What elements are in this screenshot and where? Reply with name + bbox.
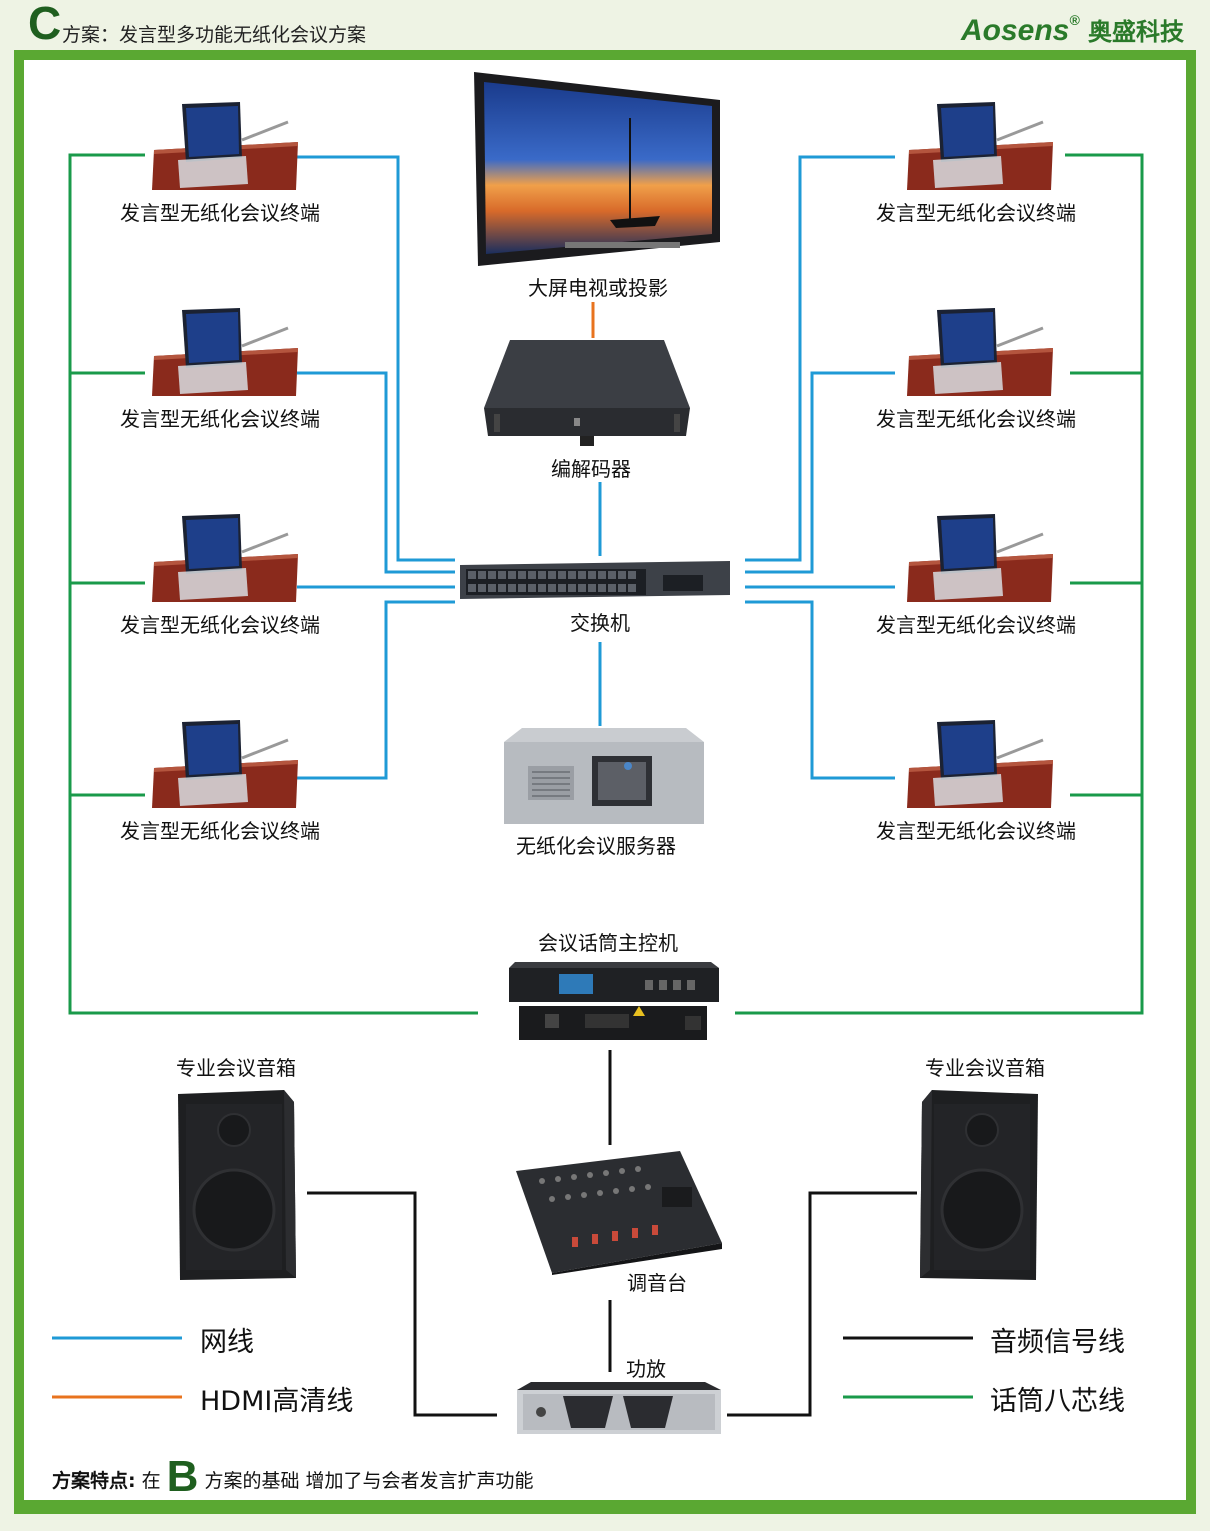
switch-icon: [460, 561, 730, 599]
footer-big-letter: B: [166, 1452, 199, 1501]
legend-network-label: 网线: [200, 1327, 254, 1358]
mic-host-icon: [509, 962, 719, 1040]
footer-text: 方案的基础 增加了与会者发言扩声功能: [204, 1470, 534, 1492]
scheme-letter: C: [28, 0, 62, 49]
audio-lines: [307, 1050, 917, 1417]
brand-cn: 奥盛科技: [1088, 19, 1184, 46]
terminal-icon: [907, 720, 1053, 808]
terminal-label-right-3: 发言型无纸化会议终端: [876, 613, 1076, 637]
terminal-label-left-1: 发言型无纸化会议终端: [120, 201, 320, 225]
terminal-label-right-4: 发言型无纸化会议终端: [876, 819, 1076, 843]
terminal-icon: [907, 514, 1053, 602]
legend-mic-label: 话筒八芯线: [990, 1386, 1125, 1417]
server-icon: [504, 728, 704, 824]
footer-pre: 在: [141, 1470, 161, 1492]
terminal-icon: [152, 102, 298, 190]
footer-label: 方案特点:: [52, 1470, 136, 1492]
mic-cable-right: [735, 153, 1144, 1015]
terminal-label-left-4: 发言型无纸化会议终端: [120, 819, 320, 843]
brand-en: Aosens: [960, 14, 1070, 47]
mixer-icon: [516, 1151, 722, 1275]
network-left: [297, 155, 455, 780]
legend-audio-label: 音频信号线: [990, 1327, 1125, 1358]
brand-logo: Aosens® 奥盛科技: [961, 12, 1184, 48]
amplifier-label: 功放: [626, 1357, 666, 1381]
header: C 方案：发言型多功能无纸化会议方案 Aosens® 奥盛科技: [0, 0, 1210, 50]
terminal-label-right-2: 发言型无纸化会议终端: [876, 407, 1076, 431]
speaker-icon: [920, 1090, 1038, 1280]
switch-label: 交换机: [570, 611, 630, 635]
mic-host-label: 会议话筒主控机: [538, 931, 678, 955]
network-right: [745, 155, 895, 780]
speaker-right-label: 专业会议音箱: [925, 1056, 1045, 1080]
amplifier-icon: [517, 1382, 721, 1434]
legend-hdmi-label: HDMI高清线: [200, 1386, 354, 1417]
speaker-left-label: 专业会议音箱: [176, 1056, 296, 1080]
page-title: 方案：发言型多功能无纸化会议方案: [62, 24, 367, 46]
server-label: 无纸化会议服务器: [516, 834, 676, 858]
terminal-icon: [152, 720, 298, 808]
terminal-icon: [907, 308, 1053, 396]
terminal-label-right-1: 发言型无纸化会议终端: [876, 201, 1076, 225]
speaker-icon: [178, 1090, 296, 1280]
codec-label: 编解码器: [551, 457, 631, 481]
brand-reg: ®: [1069, 12, 1080, 28]
codec-icon: [484, 340, 690, 446]
mixer-label: 调音台: [627, 1271, 687, 1295]
terminal-icon: [152, 514, 298, 602]
terminal-icon: [152, 308, 298, 396]
terminal-label-left-2: 发言型无纸化会议终端: [120, 407, 320, 431]
tv-icon: [474, 72, 720, 266]
terminal-label-left-3: 发言型无纸化会议终端: [120, 613, 320, 637]
terminal-icon: [907, 102, 1053, 190]
mic-cable-left: [68, 153, 478, 1015]
tv-label: 大屏电视或投影: [528, 276, 668, 300]
